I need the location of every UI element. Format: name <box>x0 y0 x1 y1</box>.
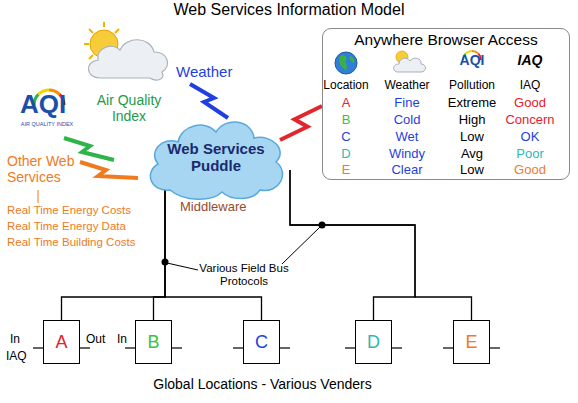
sun-ray <box>84 43 89 45</box>
aqi-logo-text: AQI <box>20 90 66 120</box>
globe-icon <box>335 52 357 74</box>
port-stub <box>490 347 500 348</box>
globe-land <box>339 55 347 70</box>
sun-ray <box>89 29 93 33</box>
weather-cloud-icon <box>394 58 426 72</box>
fieldbus-wire <box>154 188 166 320</box>
location-letter: B <box>147 332 159 353</box>
location-letter: A <box>55 332 67 353</box>
leader-line <box>282 227 320 264</box>
table-cell: Good <box>498 96 562 111</box>
aqi-logo-subtext: AIR QUALITY INDEX <box>16 121 78 127</box>
port-stub <box>33 347 43 348</box>
cloud-outline <box>150 122 282 199</box>
service-label: Other Web Services <box>7 153 85 185</box>
column-header: Location <box>316 79 376 93</box>
node-text-wrap: C <box>244 321 279 363</box>
port-stub <box>392 347 402 348</box>
fieldbus-wire <box>290 170 415 320</box>
port-stub <box>345 347 355 348</box>
table-cell: Clear <box>375 163 439 178</box>
service-item: Real Time Building Costs <box>7 236 135 249</box>
fieldbus-wire <box>290 170 472 320</box>
table-cell: E <box>314 163 378 178</box>
node-text-wrap: Web Services Puddle <box>154 116 278 198</box>
location-box: C <box>243 320 280 364</box>
table-cell: Low <box>440 163 504 178</box>
lightning-link <box>280 106 322 140</box>
port-stub <box>233 347 243 348</box>
port-label: In <box>117 333 127 347</box>
node-text-wrap: D <box>356 321 391 363</box>
location-box: D <box>355 320 392 364</box>
table-cell: Windy <box>375 147 439 162</box>
port-stub <box>125 347 135 348</box>
cloud-title: Web Services Puddle <box>154 140 278 175</box>
junction-dot <box>162 259 169 266</box>
column-header: Weather <box>377 79 437 93</box>
port-stub <box>80 347 90 348</box>
port-label: IAQ <box>6 350 27 364</box>
table-cell: OK <box>498 130 562 145</box>
table-cell: D <box>314 147 378 162</box>
location-letter: E <box>465 332 477 353</box>
column-header: Pollution <box>442 79 502 93</box>
middleware-label: Middleware <box>180 200 246 215</box>
location-box: A <box>43 320 80 364</box>
lightning-bolt <box>80 162 138 178</box>
table-cell: Wet <box>375 130 439 145</box>
service-item: Real Time Energy Data <box>7 220 126 233</box>
node-text-wrap: Anywhere Browser Access <box>323 31 569 49</box>
globe-land <box>350 56 355 63</box>
location-box: E <box>453 320 490 364</box>
leader-line <box>167 263 198 270</box>
service-label: Air Quality Index <box>88 92 170 124</box>
table-cell: A <box>314 96 378 111</box>
panel-heading: Anywhere Browser Access <box>323 31 569 49</box>
lightning-bolt <box>190 84 228 118</box>
location-letter: C <box>255 332 268 353</box>
table-cell: Avg <box>440 147 504 162</box>
node-text-wrap: A <box>44 321 79 363</box>
footer-caption: Global Locations - Various Venders <box>0 376 525 392</box>
service-label: Weather <box>176 63 232 80</box>
iaq-logo-text: IAQ <box>510 52 550 68</box>
junction-dot <box>319 222 326 229</box>
table-cell: C <box>314 130 378 145</box>
table-cell: Low <box>440 130 504 145</box>
aqi-logo-text: AQI <box>452 52 492 68</box>
service-item: Real Time Energy Costs <box>7 204 131 217</box>
table-cell: Extreme <box>440 96 504 111</box>
table-cell: Fine <box>375 96 439 111</box>
port-stub <box>280 347 290 348</box>
sun-ray <box>89 55 93 59</box>
port-stub <box>443 347 453 348</box>
table-cell: Cold <box>375 113 439 128</box>
table-cell: Concern <box>498 113 562 128</box>
port-label: In <box>10 333 20 347</box>
table-cell: Poor <box>498 147 562 162</box>
sun-ray <box>115 29 119 33</box>
location-box: B <box>135 320 172 364</box>
column-header: IAQ <box>500 79 560 93</box>
diagram-title: Web Services Information Model <box>0 1 578 19</box>
location-letter: D <box>367 332 380 353</box>
web-services-cloud: Web Services Puddle <box>140 110 292 202</box>
table-cell: Good <box>498 163 562 178</box>
fieldbus-label: Various Field Bus Protocols <box>188 262 300 288</box>
node-text-wrap: E <box>454 321 489 363</box>
node-text-wrap: B <box>136 321 171 363</box>
table-cell: High <box>440 113 504 128</box>
list-connector <box>38 190 39 203</box>
sun-ray <box>103 22 105 27</box>
port-stub <box>172 347 182 348</box>
fieldbus-wire <box>165 188 262 320</box>
port-label: Out <box>86 333 105 347</box>
table-cell: B <box>314 113 378 128</box>
weather-cloud-icon <box>88 40 167 80</box>
